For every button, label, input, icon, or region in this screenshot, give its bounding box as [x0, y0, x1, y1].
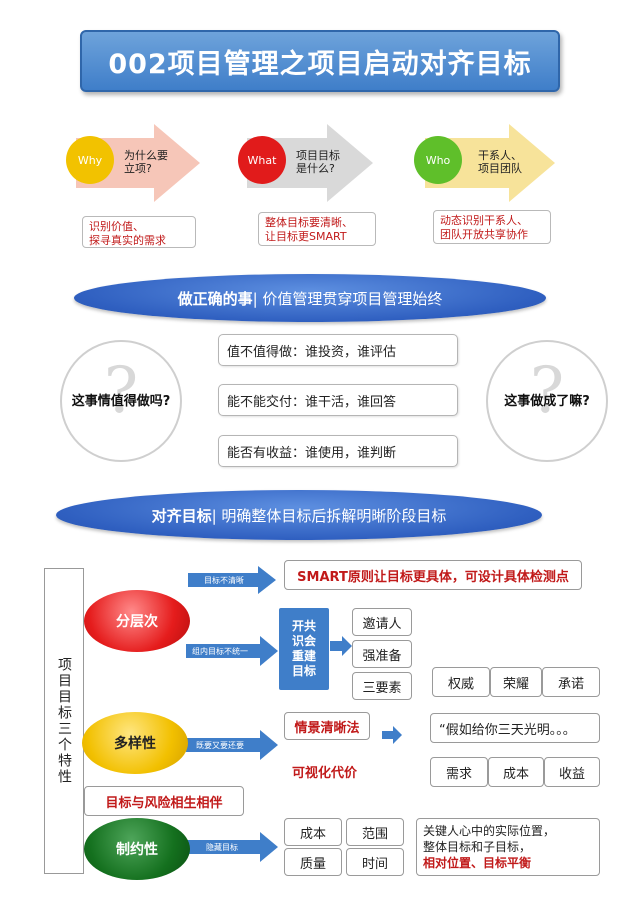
- band-align-bold: 对齐目标: [151, 506, 212, 525]
- question-mark-icon: ?: [529, 354, 565, 428]
- visual-cost-text: 可视化代价: [292, 766, 358, 781]
- arrow-unclear-label: 目标不清晰: [204, 576, 244, 585]
- trait-layered-label: 分层次: [116, 614, 158, 630]
- arrow-want-all: [186, 730, 278, 760]
- page-title: 002项目管理之项目启动对齐目标: [80, 30, 560, 92]
- why-label: Why: [77, 153, 103, 167]
- constraint-item: 成本: [284, 818, 342, 846]
- cost-item: 成本: [488, 757, 544, 787]
- question-left-circle: ? 这事情值得做吗?: [60, 340, 182, 462]
- question-item: 能不能交付：谁干活，谁回答: [218, 384, 458, 416]
- question-right-text: 这事做成了嘛?: [504, 394, 590, 409]
- risk-box: 目标与风险相生相伴: [84, 786, 244, 816]
- why-circle: Why: [66, 136, 114, 184]
- question-item: 能否有收益：谁使用，谁判断: [218, 435, 458, 467]
- question-item: 值不值得做：谁投资，谁评估: [218, 334, 458, 366]
- consensus-item: 强准备: [352, 640, 412, 668]
- arrow-ununified: [186, 636, 278, 666]
- trait-layered: 分层次: [84, 590, 190, 652]
- consensus-box: 开共 识会 重建 目标: [279, 608, 329, 690]
- who-box: 动态识别干系人、 团队开放共享协作: [433, 210, 551, 244]
- final-red: 相对位置、目标平衡: [423, 856, 532, 870]
- band-align: 对齐目标| 明确整体目标后拆解明晰阶段目标: [56, 490, 542, 540]
- quote-box: “假如给你三天光明。。。: [430, 713, 600, 743]
- what-box: 整体目标要清晰、 让目标更SMART: [258, 212, 376, 246]
- arrow-ununified-label: 组内目标不统一: [192, 647, 248, 656]
- arrow-want-all-label: 既要又要还要: [196, 741, 244, 750]
- who-arrow: [425, 124, 555, 202]
- trait-constrained-label: 制约性: [116, 842, 158, 858]
- question-mark-icon: ?: [103, 354, 139, 428]
- band-value-bold: 做正确的事: [177, 289, 253, 308]
- band-value-rest: | 价值管理贯穿项目管理始终: [252, 289, 443, 308]
- cost-item: 需求: [430, 757, 488, 787]
- what-circle: What: [238, 136, 286, 184]
- consensus-item: 邀请人: [352, 608, 412, 636]
- trait-diverse-label: 多样性: [114, 736, 156, 752]
- side-label: 项目目标三个特性: [56, 657, 72, 785]
- element-item: 荣耀: [490, 667, 542, 697]
- constraint-item: 范围: [346, 818, 404, 846]
- smart-box: SMART原则让目标更具体，可设计具体检测点: [284, 560, 582, 590]
- arrow-hidden: [186, 832, 278, 862]
- question-right-circle: ? 这事做成了嘛?: [486, 340, 608, 462]
- band-value: 做正确的事| 价值管理贯穿项目管理始终: [74, 274, 546, 322]
- why-arrow-text: 为什么要 立项?: [124, 149, 168, 175]
- question-left-text: 这事情值得做吗?: [71, 394, 171, 409]
- arrow-hidden-label: 隐藏目标: [206, 843, 238, 852]
- final-text: 关键人心中的实际位置， 整体目标和子目标，: [423, 824, 556, 854]
- element-item: 权威: [432, 667, 490, 697]
- side-label-box: 项目目标三个特性: [44, 568, 84, 874]
- consensus-text: 开共 识会 重建 目标: [291, 619, 316, 678]
- constraint-item: 质量: [284, 848, 342, 876]
- consensus-item: 三要素: [352, 672, 412, 700]
- what-arrow-text: 项目目标 是什么?: [296, 149, 340, 175]
- arrow-to-cost: [382, 726, 402, 744]
- scene-clear-box: 情景清晰法: [284, 712, 370, 740]
- trait-constrained: 制约性: [84, 818, 190, 880]
- final-box: 关键人心中的实际位置， 整体目标和子目标， 相对位置、目标平衡: [416, 818, 600, 876]
- cost-item: 收益: [544, 757, 600, 787]
- element-item: 承诺: [542, 667, 600, 697]
- who-label: Who: [425, 153, 451, 167]
- what-label: What: [247, 153, 277, 167]
- why-box: 识别价值、 探寻真实的需求: [82, 216, 196, 248]
- arrow-consensus: [330, 636, 352, 656]
- who-circle: Who: [414, 136, 462, 184]
- trait-diverse: 多样性: [82, 712, 188, 774]
- constraint-item: 时间: [346, 848, 404, 876]
- who-arrow-text: 干系人、 项目团队: [478, 149, 522, 175]
- arrow-unclear: [188, 566, 276, 594]
- band-align-rest: | 明确整体目标后拆解明晰阶段目标: [211, 506, 447, 525]
